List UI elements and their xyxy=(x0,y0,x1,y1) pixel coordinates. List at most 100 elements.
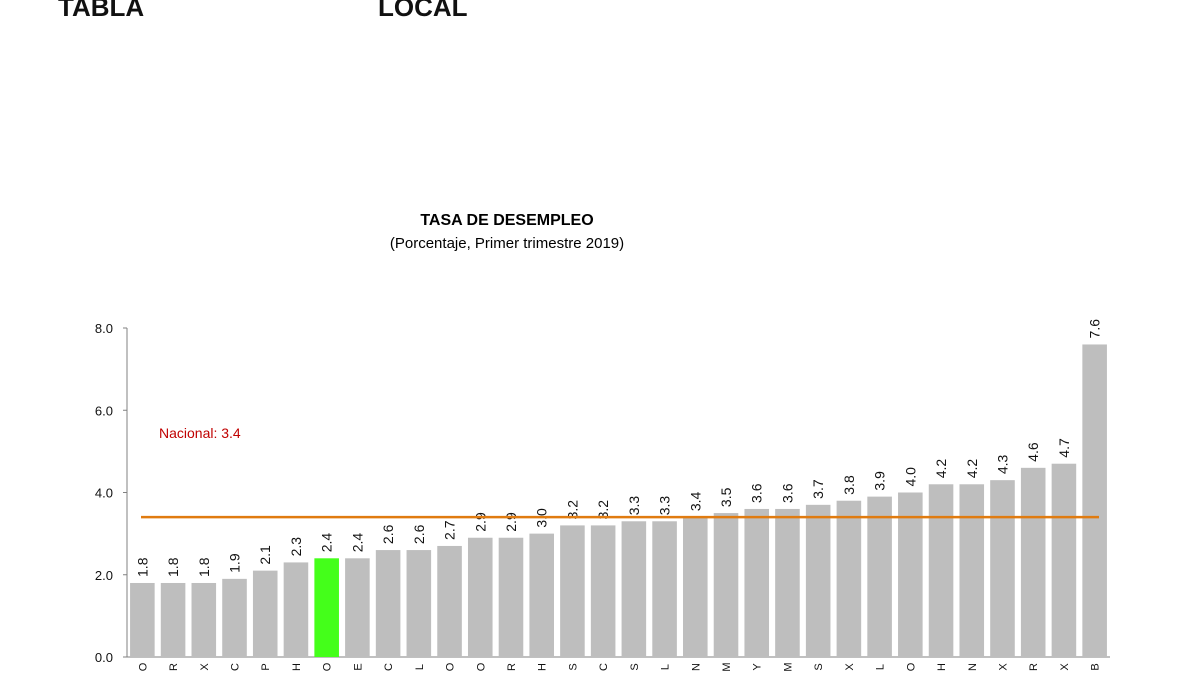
bar xyxy=(560,525,585,657)
data-label: 2.4 xyxy=(349,533,365,553)
category-label: O xyxy=(137,662,149,671)
data-label: 3.4 xyxy=(687,491,703,511)
data-label: 3.9 xyxy=(872,471,888,491)
category-label: R xyxy=(1028,663,1040,671)
data-label: 3.6 xyxy=(779,483,795,503)
y-tick-label: 2.0 xyxy=(95,568,113,583)
bar xyxy=(867,496,892,657)
category-label: M xyxy=(721,662,733,671)
data-label: 2.3 xyxy=(288,537,304,557)
data-label: 2.1 xyxy=(257,545,273,565)
data-label: 4.3 xyxy=(994,454,1010,474)
y-tick-label: 0.0 xyxy=(95,650,113,665)
data-label: 3.2 xyxy=(564,500,580,520)
bar xyxy=(252,570,278,657)
data-label: 4.2 xyxy=(964,459,980,479)
bar xyxy=(160,582,186,657)
data-label: 2.7 xyxy=(442,520,458,540)
category-label: X xyxy=(1059,663,1071,671)
bar xyxy=(191,582,217,657)
category-label: C xyxy=(383,663,395,671)
category-label: O xyxy=(322,662,334,671)
bar xyxy=(590,525,616,657)
data-label: 7.6 xyxy=(1087,319,1103,339)
bar xyxy=(652,521,677,657)
bar xyxy=(314,558,339,657)
data-label: 4.2 xyxy=(933,459,949,479)
data-label: 2.4 xyxy=(319,533,335,553)
y-tick-label: 8.0 xyxy=(95,321,113,336)
data-label: 2.9 xyxy=(503,512,519,532)
category-label: O xyxy=(445,662,457,671)
category-label: E xyxy=(352,663,364,670)
y-tick-label: 4.0 xyxy=(95,486,113,501)
category-label: M xyxy=(782,662,794,671)
bar xyxy=(713,513,739,657)
bar xyxy=(375,550,401,657)
category-label: X xyxy=(997,663,1009,671)
data-label: 1.8 xyxy=(134,557,150,577)
category-label: P xyxy=(260,663,272,670)
category-label: Y xyxy=(752,663,764,671)
category-label: H xyxy=(537,663,549,671)
data-label: 4.0 xyxy=(902,467,918,487)
category-label: S xyxy=(567,663,579,670)
category-label: O xyxy=(905,662,917,671)
category-label: X xyxy=(199,663,211,671)
category-label: H xyxy=(291,663,303,671)
data-label: 4.6 xyxy=(1025,442,1041,462)
category-label: R xyxy=(506,663,518,671)
bar xyxy=(959,484,985,657)
category-label: L xyxy=(660,664,672,670)
bar xyxy=(437,545,462,657)
data-label: 3.8 xyxy=(841,475,857,495)
category-label: S xyxy=(629,663,641,670)
bar xyxy=(621,521,647,657)
data-label: 1.8 xyxy=(165,557,181,577)
category-label: B xyxy=(1090,663,1102,670)
header-local: LOCAL xyxy=(378,0,468,22)
category-label: S xyxy=(813,663,825,670)
bar xyxy=(345,558,370,657)
bar xyxy=(1082,344,1107,657)
data-label: 3.6 xyxy=(749,483,765,503)
bar xyxy=(467,537,493,657)
bar xyxy=(775,508,800,657)
bar xyxy=(744,508,770,657)
nacional-label: Nacional: 3.4 xyxy=(159,425,241,441)
data-label: 3.7 xyxy=(810,479,826,499)
category-label: X xyxy=(844,663,856,671)
bar xyxy=(406,550,432,657)
category-label: L xyxy=(875,664,887,670)
category-label: N xyxy=(967,663,979,671)
header-tabla: TABLA xyxy=(58,0,145,22)
data-label: 4.7 xyxy=(1056,438,1072,458)
chart-title: TASA DE DESEMPLEO xyxy=(420,212,593,229)
data-label: 1.9 xyxy=(227,553,243,573)
bar xyxy=(805,504,831,657)
bar xyxy=(529,533,554,657)
bar xyxy=(1020,467,1046,657)
bar xyxy=(898,492,923,657)
category-label: R xyxy=(168,663,180,671)
bar xyxy=(1051,463,1077,657)
category-label: N xyxy=(690,663,702,671)
data-label: 3.5 xyxy=(718,487,734,507)
bar xyxy=(928,484,954,657)
bar xyxy=(283,562,309,657)
bar xyxy=(498,537,524,657)
category-label: C xyxy=(230,663,242,671)
bar xyxy=(683,517,708,657)
category-label: C xyxy=(598,663,610,671)
bar xyxy=(130,582,155,657)
category-label: O xyxy=(475,662,487,671)
data-label: 2.6 xyxy=(411,524,427,544)
bar xyxy=(990,480,1015,657)
data-label: 1.8 xyxy=(196,557,212,577)
category-label: H xyxy=(936,663,948,671)
data-label: 3.3 xyxy=(657,496,673,516)
bar xyxy=(836,500,862,657)
data-label: 2.6 xyxy=(380,524,396,544)
category-label: L xyxy=(414,664,426,670)
